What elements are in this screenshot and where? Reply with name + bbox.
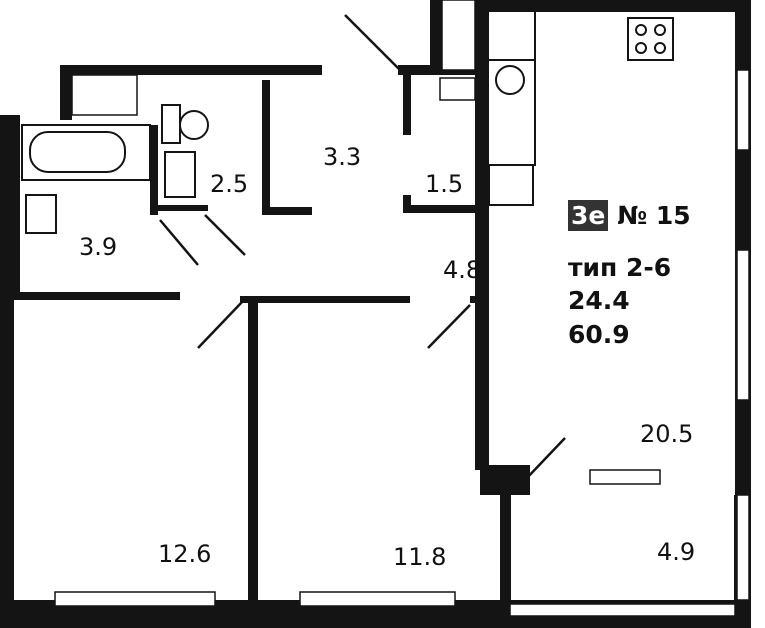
fixtures [21, 12, 736, 600]
room-area-kitchen-living: 20.5 [640, 420, 694, 448]
room-area-corridor: 4.8 [443, 256, 482, 284]
building-badge: 3е [568, 200, 609, 231]
total-area: 60.9 [568, 320, 630, 349]
doors [159, 14, 566, 481]
room-area-bedroom-1: 12.6 [158, 540, 212, 568]
room-area-toilet: 2.5 [210, 170, 249, 198]
room-area-bathroom: 3.9 [79, 233, 118, 261]
room-area-storage: 1.5 [425, 170, 464, 198]
room-area-hall: 3.3 [323, 143, 362, 171]
room-area-balcony: 4.9 [657, 538, 696, 566]
apartment-number: № 15 [617, 201, 691, 230]
windows [54, 0, 750, 617]
room-area-bedroom-2: 11.8 [393, 543, 447, 571]
apartment-type: тип 2-6 [568, 253, 672, 282]
apartment-header: 3е № 15 [568, 200, 691, 231]
living-area: 24.4 [568, 286, 630, 315]
